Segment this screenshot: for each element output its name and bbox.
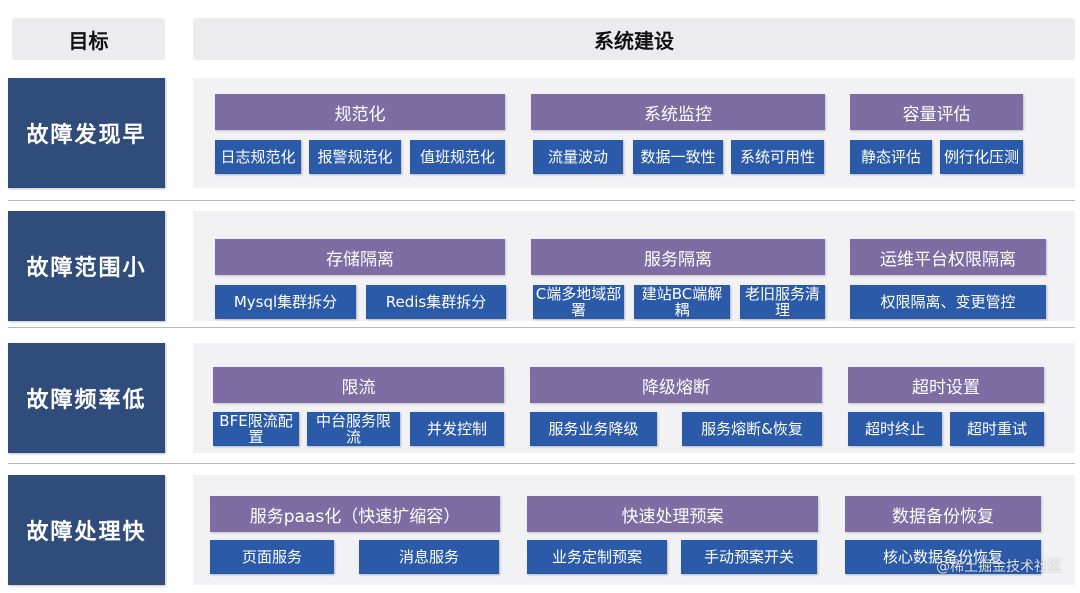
category-box: 快速处理预案 <box>527 496 818 532</box>
item-box: 权限隔离、变更管控 <box>850 285 1046 319</box>
item-label: 手动预案开关 <box>703 548 794 566</box>
category-box: 规范化 <box>215 94 505 130</box>
watermark-label: @稀土掘金技术社区 <box>936 559 1062 575</box>
category-box: 存储隔离 <box>215 239 505 275</box>
item-box: 值班规范化 <box>410 140 505 174</box>
category-box: 数据备份恢复 <box>845 496 1041 532</box>
item-label: 超时终止 <box>864 420 925 438</box>
category-label: 快速处理预案 <box>621 506 724 527</box>
item-label: 页面服务 <box>241 548 302 566</box>
system-column-header-label: 系统建设 <box>594 28 674 53</box>
goal-label: 故障发现早 <box>26 123 147 148</box>
category-label: 容量评估 <box>902 104 971 125</box>
item-box: 数据一致性 <box>633 140 723 174</box>
watermark: @稀土掘金技术社区 <box>936 556 1062 576</box>
goal-box-low-frequency: 故障频率低 <box>8 343 165 453</box>
goal-box-fast-handling: 故障处理快 <box>8 475 165 585</box>
item-label: 中台服务限流 <box>315 412 391 446</box>
item-label: 报警规范化 <box>317 148 393 166</box>
item-label: 业务定制预案 <box>551 548 642 566</box>
item-box: 静态评估 <box>850 140 932 174</box>
category-box: 降级熔断 <box>530 367 822 403</box>
row-separator <box>8 327 1075 328</box>
item-box: 系统可用性 <box>731 140 824 174</box>
goal-column-header-label: 目标 <box>68 28 109 53</box>
item-box: 报警规范化 <box>309 140 401 174</box>
item-label: 权限隔离、变更管控 <box>880 293 1016 311</box>
goal-column-header: 目标 <box>12 18 165 60</box>
category-box: 系统监控 <box>531 94 825 130</box>
item-box: BFE限流配置 <box>213 412 299 446</box>
item-label: 核心数据备份恢复 <box>882 548 1003 566</box>
item-box: 页面服务 <box>210 540 334 574</box>
item-box: C端多地域部署 <box>533 285 624 319</box>
category-label: 服务隔离 <box>644 249 712 270</box>
item-box: 业务定制预案 <box>527 540 667 574</box>
item-box: 建站BC端解耦 <box>634 285 730 319</box>
item-label: Redis集群拆分 <box>385 293 487 311</box>
row-separator <box>8 200 1075 201</box>
item-box: 超时终止 <box>848 412 942 446</box>
item-box: 中台服务限流 <box>307 412 400 446</box>
item-label: BFE限流配置 <box>219 412 293 446</box>
item-label: 超时重试 <box>966 420 1027 438</box>
goal-label: 故障处理快 <box>26 520 147 545</box>
category-label: 超时设置 <box>912 377 980 398</box>
item-box: 消息服务 <box>359 540 499 574</box>
item-label: 消息服务 <box>398 548 459 566</box>
item-label: 服务熔断&恢复 <box>701 420 803 438</box>
item-label: Mysql集群拆分 <box>233 293 338 311</box>
item-box: Redis集群拆分 <box>366 285 506 319</box>
goal-label: 故障频率低 <box>26 388 147 413</box>
category-label: 系统监控 <box>644 104 712 125</box>
item-label: 数据一致性 <box>640 148 716 166</box>
item-box: 服务业务降级 <box>530 412 657 446</box>
goal-label: 故障范围小 <box>26 256 147 281</box>
item-label: 并发控制 <box>426 420 487 438</box>
item-label: 例行化压测 <box>943 148 1019 166</box>
system-column-header: 系统建设 <box>193 18 1075 60</box>
item-label: 老旧服务清理 <box>744 285 820 319</box>
category-label: 存储隔离 <box>326 249 394 270</box>
item-label: 系统可用性 <box>739 148 815 166</box>
item-label: 流量波动 <box>547 148 608 166</box>
category-label: 限流 <box>341 377 376 398</box>
category-box: 超时设置 <box>848 367 1044 403</box>
item-box: 例行化压测 <box>940 140 1023 174</box>
item-label: 建站BC端解耦 <box>641 285 723 319</box>
item-box: 流量波动 <box>533 140 623 174</box>
category-label: 服务paas化（快速扩缩容） <box>249 506 461 527</box>
row-separator <box>8 463 1075 464</box>
category-label: 运维平台权限隔离 <box>880 249 1016 270</box>
item-box: 服务熔断&恢复 <box>682 412 822 446</box>
goal-box-early-detection: 故障发现早 <box>8 78 165 188</box>
item-box: 手动预案开关 <box>681 540 817 574</box>
category-box: 服务paas化（快速扩缩容） <box>210 496 500 532</box>
goal-box-small-scope: 故障范围小 <box>8 211 165 321</box>
category-box: 运维平台权限隔离 <box>850 239 1046 275</box>
item-label: 服务业务降级 <box>548 420 639 438</box>
item-label: 静态评估 <box>860 148 921 166</box>
item-label: C端多地域部署 <box>535 285 622 319</box>
item-box: 老旧服务清理 <box>740 285 825 319</box>
category-label: 数据备份恢复 <box>892 506 994 527</box>
item-box: 并发控制 <box>410 412 504 446</box>
category-box: 限流 <box>213 367 504 403</box>
category-box: 容量评估 <box>850 94 1023 130</box>
item-box: 超时重试 <box>950 412 1044 446</box>
item-label: 值班规范化 <box>419 148 495 166</box>
item-label: 日志规范化 <box>220 148 296 166</box>
item-box: 日志规范化 <box>215 140 301 174</box>
item-box: 核心数据备份恢复 <box>845 540 1041 574</box>
category-label: 降级熔断 <box>642 377 710 398</box>
item-box: Mysql集群拆分 <box>215 285 356 319</box>
category-box: 服务隔离 <box>531 239 825 275</box>
category-label: 规范化 <box>334 104 386 125</box>
